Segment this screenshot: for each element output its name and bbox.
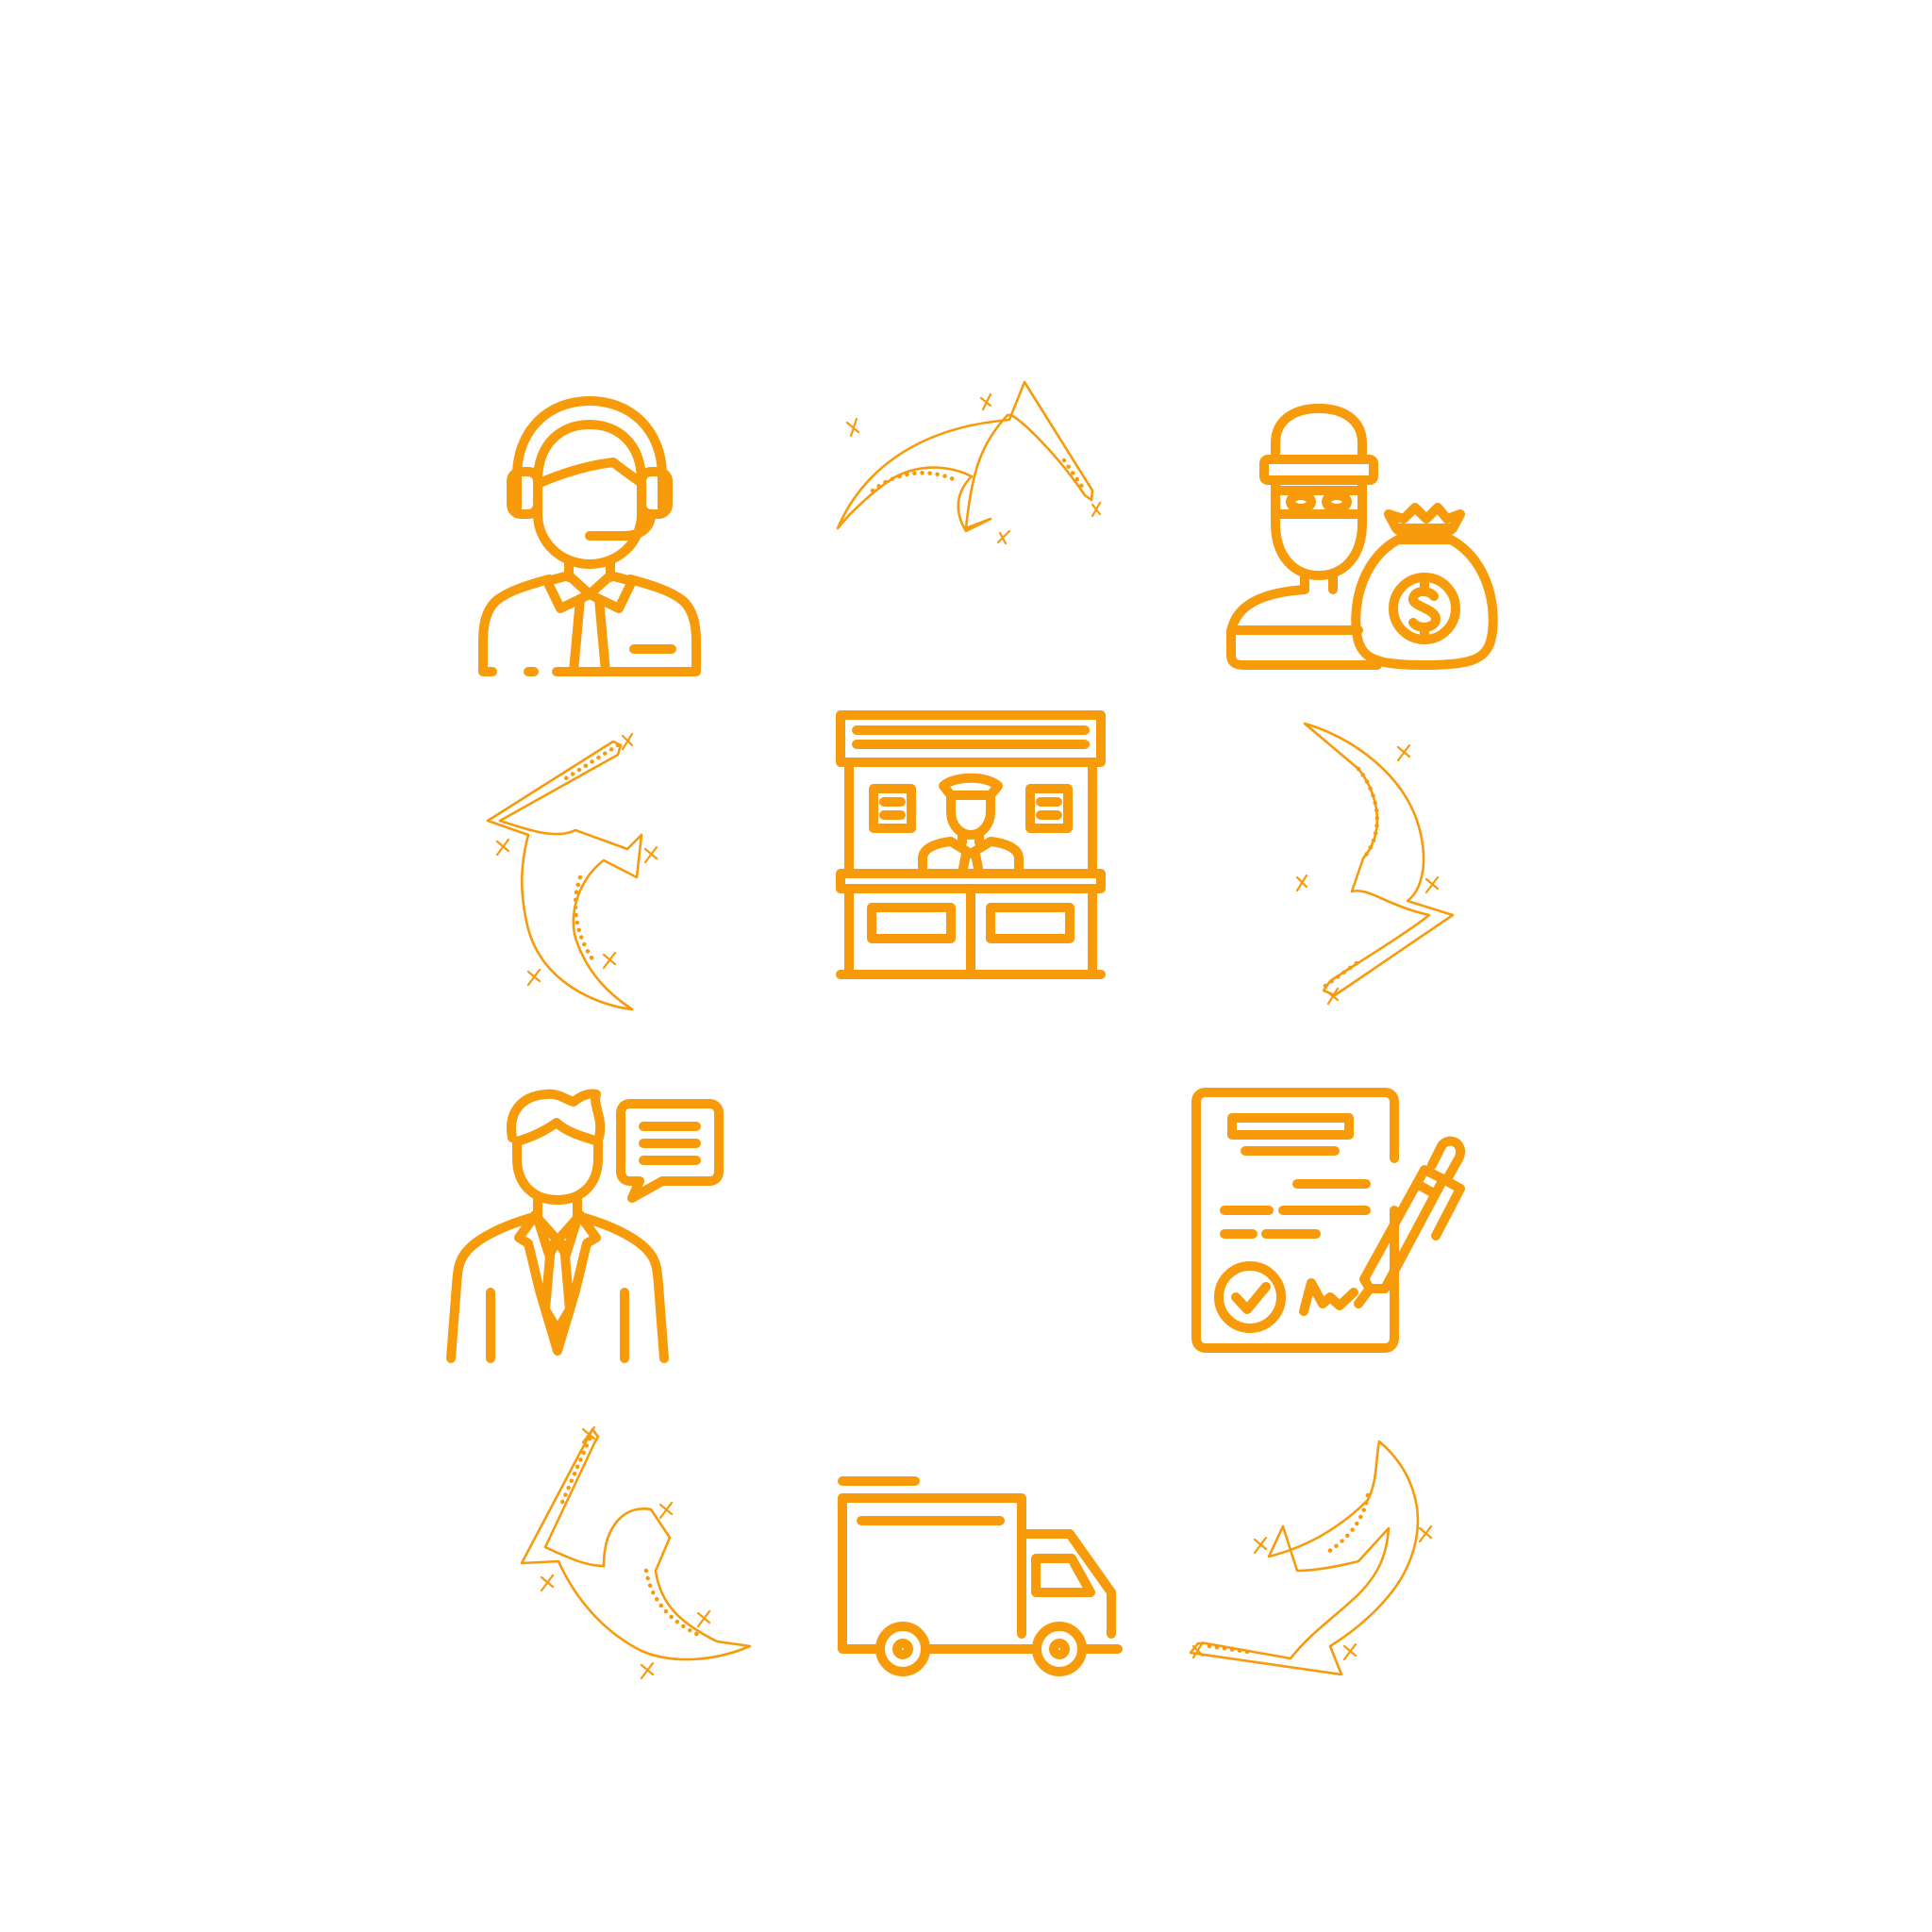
arrow-thief-to-contract: [1295, 722, 1455, 1006]
headset-agent-icon: [478, 396, 701, 676]
businessman-speech-icon: [446, 1089, 724, 1363]
security-booth-guard-icon: [836, 710, 1106, 979]
arrow-contract-to-delivery: [1189, 1440, 1433, 1676]
arrow-consultant-to-support: [486, 732, 658, 1011]
signed-contract-icon: [1191, 1088, 1466, 1353]
arrow-delivery-to-consultant: [520, 1425, 752, 1680]
delivery-truck-icon: [838, 1476, 1123, 1676]
robber-with-money-bag-icon: [1226, 404, 1498, 670]
arrow-support-to-thief: [836, 380, 1102, 545]
